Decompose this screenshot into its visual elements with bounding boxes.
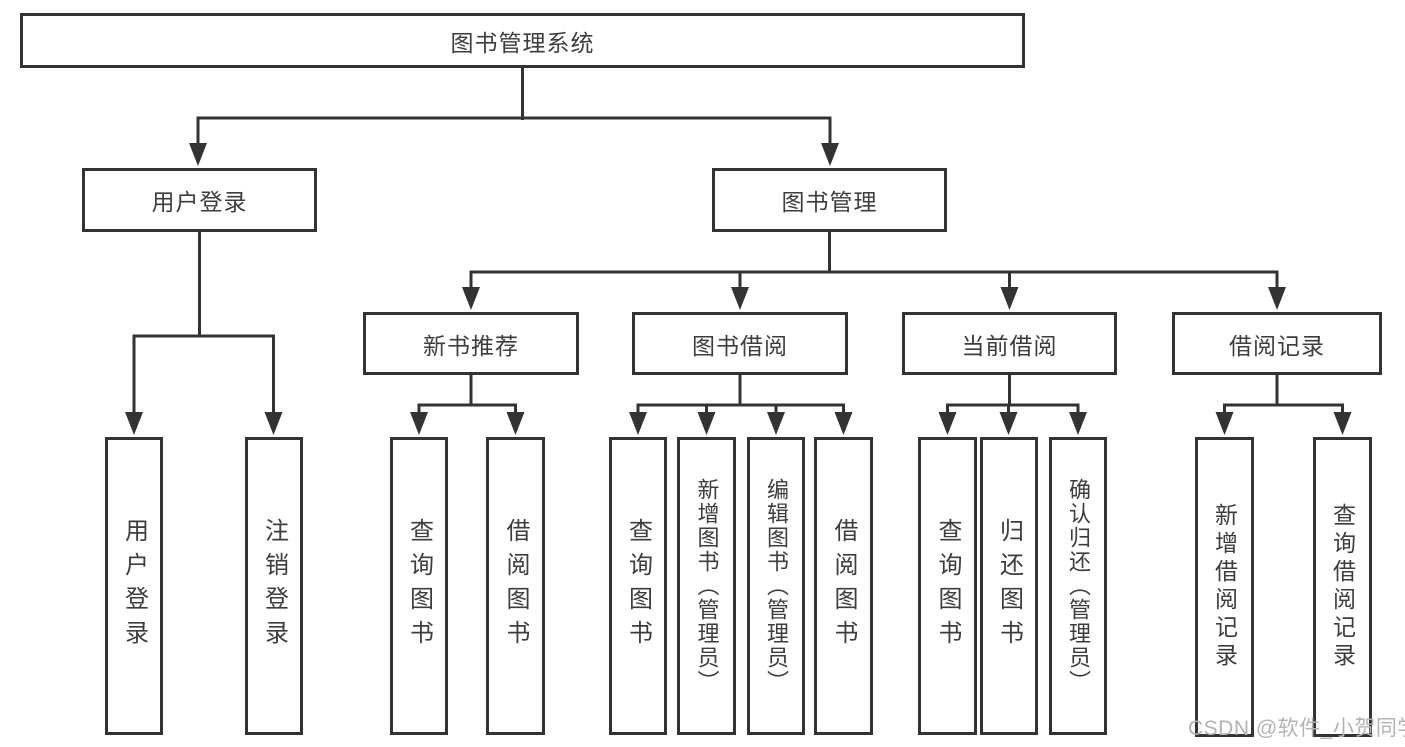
node-return-books: 归还图书	[980, 437, 1038, 735]
node-borrow-records: 借阅记录	[1172, 312, 1382, 375]
arrowheads	[125, 143, 1352, 435]
node-current-borrow: 当前借阅	[902, 312, 1117, 375]
node-label: 查询图书	[624, 518, 652, 654]
node-label: 新增图书（管理员）	[694, 478, 720, 694]
node-borrow-books-recommend: 借阅图书	[486, 437, 545, 735]
node-edit-books-admin: 编辑图书（管理员）	[747, 437, 805, 735]
node-confirm-return-admin: 确认归还（管理员）	[1049, 437, 1107, 735]
node-label: 借阅图书	[502, 518, 529, 654]
node-new-book-recommend: 新书推荐	[363, 312, 579, 375]
node-label: 新书推荐	[423, 332, 519, 359]
node-logout-leaf: 注销登录	[245, 437, 303, 735]
node-query-books-recommend: 查询图书	[390, 437, 448, 735]
node-label: 图书借阅	[692, 332, 788, 359]
node-book-management: 图书管理	[712, 168, 947, 232]
node-label: 图书管理系统	[450, 29, 595, 56]
node-add-borrow-record: 新增借阅记录	[1195, 437, 1254, 737]
node-label: 编辑图书（管理员）	[764, 478, 789, 694]
node-label: 用户登录	[151, 189, 248, 215]
node-book-borrow: 图书借阅	[632, 312, 848, 375]
node-label: 查询借阅记录	[1329, 503, 1356, 671]
watermark-text: CSDN @软件_小贺同学	[1188, 717, 1405, 740]
node-label: 注销登录	[260, 518, 288, 654]
node-label: 查询图书	[934, 518, 961, 654]
node-label: 借阅记录	[1229, 332, 1325, 359]
node-library-system: 图书管理系统	[20, 13, 1025, 68]
node-query-borrow-record: 查询借阅记录	[1313, 437, 1372, 737]
node-user-login-leaf: 用户登录	[105, 437, 163, 735]
node-query-books-current: 查询图书	[918, 437, 977, 735]
node-label: 用户登录	[120, 518, 148, 654]
node-label: 查询图书	[405, 518, 433, 654]
node-label: 图书管理	[781, 189, 878, 215]
node-label: 当前借阅	[961, 332, 1058, 359]
node-label: 借阅图书	[830, 518, 857, 654]
node-label: 新增借阅记录	[1211, 503, 1238, 671]
node-label: 归还图书	[995, 518, 1023, 654]
node-label: 确认归还（管理员）	[1066, 478, 1091, 694]
node-add-books-admin: 新增图书（管理员）	[677, 437, 736, 735]
node-query-books-borrow: 查询图书	[609, 437, 667, 735]
node-borrow-books-leaf: 借阅图书	[814, 437, 873, 735]
node-user-login: 用户登录	[82, 168, 317, 232]
